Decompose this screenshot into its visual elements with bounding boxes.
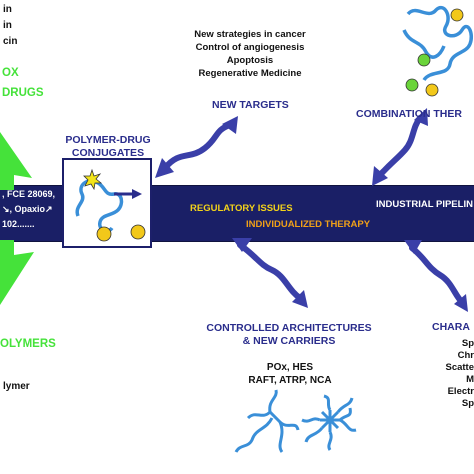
drug-star-icon (83, 168, 103, 191)
combination-label: COMBINATION THER (356, 108, 462, 120)
green-arrow-up-icon (0, 132, 32, 190)
regulatory-issues-label: REGULATORY ISSUES (190, 203, 293, 214)
carriers-line: RAFT, ATRP, NCA (248, 375, 332, 386)
controlled-architectures-title: CONTROLLED ARCHITECTURES & NEW CARRIERS (184, 322, 394, 347)
center-top-line: Apoptosis (226, 55, 274, 66)
characterization-label: CHARA (432, 321, 470, 333)
conjugates-title: POLYMER-DRUG CONJUGATES (58, 134, 158, 159)
branched-polymer-icon (234, 389, 300, 453)
band-left-line-3: 102....... (2, 219, 35, 229)
dendrimer-icon (301, 394, 357, 451)
chara-line: Sp (461, 338, 474, 349)
polymer-drug-conjugate-icon (75, 168, 146, 242)
individualized-therapy-label: INDIVIDUALIZED THERAPY (246, 219, 371, 230)
characterization-list: Sp Chr Scatte M Electr Sp (436, 338, 474, 410)
chara-line: Scatte (445, 362, 474, 373)
band-left-line-2: ↘, Opaxio↗ (2, 204, 53, 214)
left-top-line-3: cin (3, 36, 18, 47)
conjugate-illustration (62, 158, 152, 248)
carriers-list: POx, HES RAFT, ATRP, NCA (215, 361, 365, 387)
left-green-drugs: DRUGS (2, 87, 44, 99)
chara-line: Sp (461, 398, 474, 409)
carriers-line: POx, HES (266, 362, 314, 373)
band-left-line-1: , FCE 28069, (2, 189, 56, 199)
controlled-title-line-2: & NEW CARRIERS (242, 334, 336, 347)
chara-line: M (466, 374, 474, 385)
left-top-line-2: in (3, 20, 12, 31)
new-targets-label: NEW TARGETS (212, 99, 289, 111)
center-top-list: New strategies in cancer Control of angi… (175, 28, 325, 80)
center-top-line: New strategies in cancer (194, 29, 306, 40)
chara-line: Chr (457, 350, 474, 361)
conjugates-title-line-1: POLYMER-DRUG (65, 134, 151, 146)
industrial-pipeline-label: INDUSTRIAL PIPELIN (376, 199, 473, 210)
conjugates-title-line-2: CONJUGATES (71, 146, 145, 159)
chara-line: Electr (447, 386, 474, 397)
left-green-ox: OX (2, 67, 19, 79)
controlled-title-line-1: CONTROLLED ARCHITECTURES (206, 322, 372, 334)
curved-double-arrow-icon (162, 115, 465, 305)
left-top-line-1: in (3, 4, 12, 15)
arrow-heads-icon (155, 108, 468, 312)
left-green-polymers: OLYMERS (0, 338, 56, 350)
center-top-line: Regenerative Medicine (198, 68, 302, 79)
polymer-chain-icon (402, 5, 474, 97)
green-arrow-down-icon (0, 240, 34, 305)
left-bottom-text: lymer (3, 381, 30, 392)
center-top-line: Control of angiogenesis (195, 42, 305, 53)
